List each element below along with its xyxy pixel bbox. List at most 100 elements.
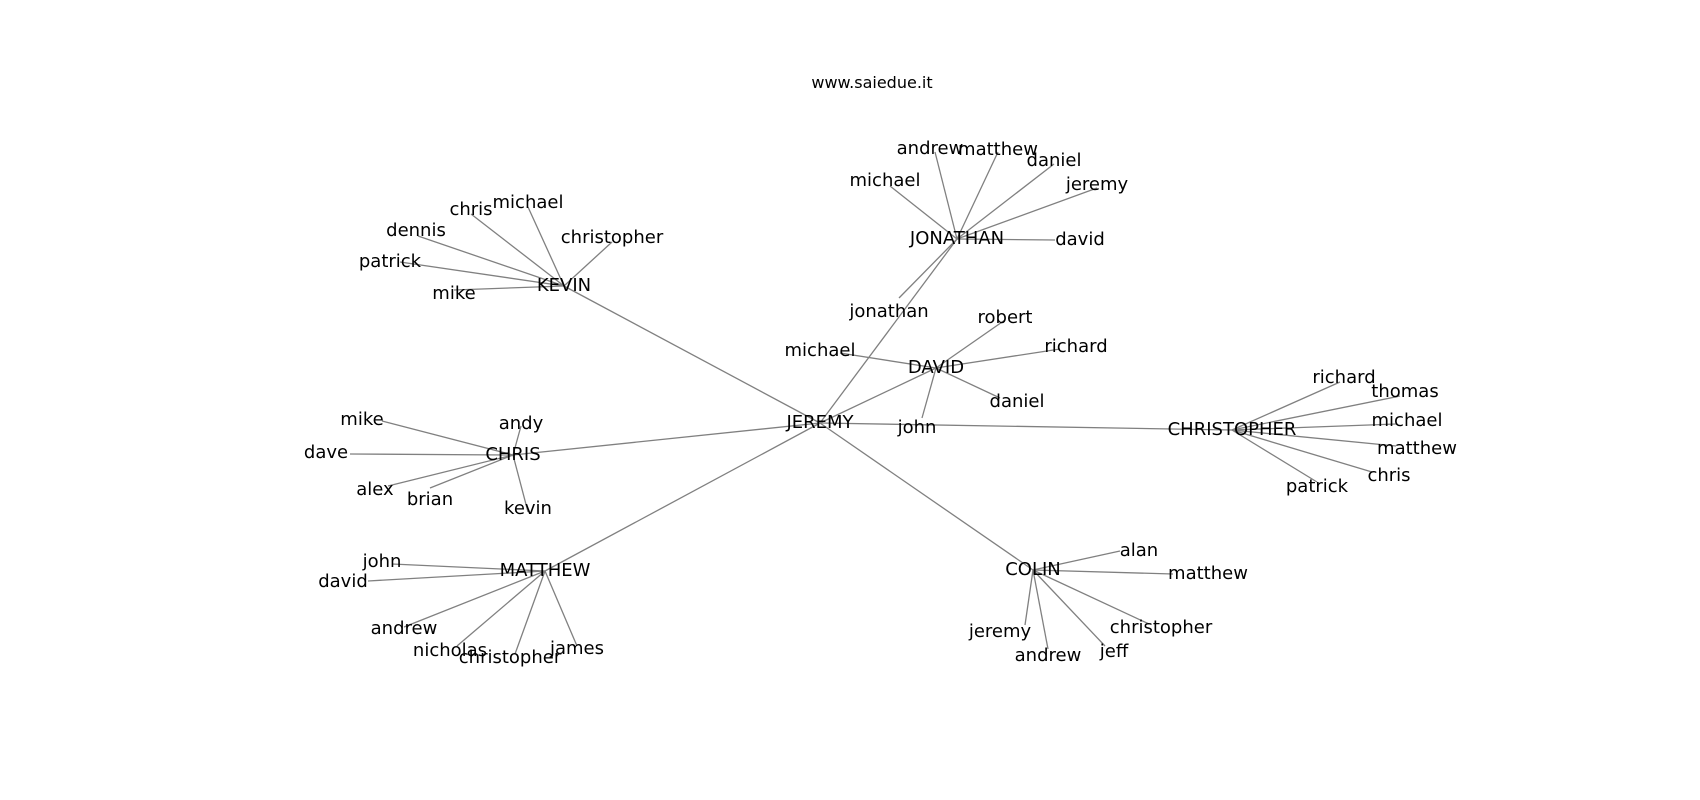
edge-matthew-christopher — [514, 570, 546, 655]
edge-root-kevin — [563, 285, 821, 424]
leaf-node-kevin-mike: mike — [432, 283, 475, 304]
edge-david-robert — [935, 319, 1006, 369]
leaf-node-jonathan-daniel: daniel — [1027, 150, 1082, 171]
leaf-node-colin-matthew: matthew — [1168, 563, 1248, 584]
edge-kevin-patrick — [399, 261, 565, 287]
leaf-node-colin-alan: alan — [1120, 540, 1158, 561]
edge-matthew-nicholas — [456, 570, 546, 647]
hub-node-jonathan: JONATHAN — [909, 228, 1004, 249]
leaf-node-kevin-michael: michael — [493, 192, 564, 213]
edge-chris-andy — [512, 425, 522, 456]
leaf-node-christopher-matthew: matthew — [1377, 438, 1457, 459]
edge-christopher-thomas — [1231, 395, 1401, 431]
edge-matthew-james — [544, 570, 578, 647]
leaf-node-chris-alex: alex — [356, 479, 394, 500]
leaf-node-kevin-christopher: christopher — [561, 227, 664, 248]
site-label: www.saiedue.it — [811, 73, 932, 92]
edge-jonathan-michael — [889, 185, 958, 240]
edge-david-john — [921, 367, 937, 419]
edge-chris-mike — [381, 420, 514, 456]
edge-colin-andrew — [1032, 569, 1049, 650]
edges-layer — [349, 151, 1401, 655]
leaf-node-kevin-chris: chris — [449, 199, 492, 220]
edge-jonathan-matthew — [956, 151, 999, 240]
leaf-node-jonathan-jonathan: jonathan — [848, 301, 928, 322]
leaf-node-jonathan-matthew: matthew — [958, 139, 1038, 160]
leaf-node-david-john: john — [897, 417, 937, 438]
edge-kevin-mike — [453, 285, 565, 291]
root-node-label: JEREMY — [785, 412, 854, 433]
leaf-node-jonathan-michael: michael — [850, 170, 921, 191]
leaf-node-chris-dave: dave — [304, 442, 348, 463]
leaf-node-chris-kevin: kevin — [504, 498, 552, 519]
edge-christopher-chris — [1231, 429, 1373, 473]
edge-jonathan-daniel — [956, 163, 1055, 240]
leaf-node-jonathan-jeremy: jeremy — [1065, 174, 1129, 195]
edge-colin-matthew — [1032, 569, 1174, 575]
labels-layer: www.saiedue.it JEREMY KEVIN JONATHAN DAVID C… — [304, 73, 1457, 668]
edge-christopher-matthew — [1231, 429, 1397, 447]
edge-kevin-chris — [470, 213, 565, 287]
leaf-node-matthew-nicholas: nicholas — [413, 640, 487, 661]
edge-chris-alex — [387, 454, 514, 487]
leaf-node-colin-christopher: christopher — [1110, 617, 1213, 638]
leaf-node-matthew-andrew: andrew — [371, 618, 438, 639]
edge-jonathan-jonathan — [898, 238, 958, 299]
leaf-node-david-michael: michael — [785, 340, 856, 361]
leaf-node-matthew-david: david — [318, 571, 368, 592]
edge-root-christopher — [819, 422, 1233, 431]
edge-matthew-david — [367, 570, 546, 582]
edge-root-david — [819, 367, 937, 424]
leaf-node-david-daniel: daniel — [990, 391, 1045, 412]
edge-christopher-richard — [1231, 381, 1341, 431]
edge-chris-brian — [429, 454, 514, 489]
leaf-node-david-robert: robert — [978, 307, 1033, 328]
hub-node-kevin: KEVIN — [537, 275, 591, 296]
leaf-node-colin-jeff: jeff — [1099, 641, 1129, 662]
leaf-node-matthew-christopher: christopher — [459, 647, 562, 668]
edge-kevin-michael — [527, 206, 565, 287]
edge-colin-jeremy — [1024, 569, 1034, 626]
leaf-node-david-richard: richard — [1044, 336, 1107, 357]
edge-christopher-patrick — [1231, 429, 1318, 483]
leaf-node-christopher-chris: chris — [1367, 465, 1410, 486]
edge-kevin-dennis — [417, 235, 565, 287]
leaf-node-jonathan-andrew: andrew — [897, 138, 964, 159]
edge-colin-jeff — [1032, 569, 1106, 647]
leaf-node-christopher-michael: michael — [1372, 410, 1443, 431]
leaf-node-chris-mike: mike — [340, 409, 383, 430]
edge-colin-christopher — [1032, 569, 1150, 625]
leaf-node-colin-jeremy: jeremy — [968, 621, 1032, 642]
leaf-node-matthew-james: james — [549, 638, 604, 659]
edge-david-daniel — [935, 367, 1001, 399]
edge-jonathan-andrew — [934, 151, 958, 240]
leaf-node-chris-brian: brian — [407, 489, 453, 510]
edge-colin-alan — [1032, 550, 1121, 571]
hub-node-david: DAVID — [908, 357, 964, 378]
edge-david-richard — [935, 348, 1061, 369]
hub-node-chris: CHRIS — [485, 444, 540, 465]
edge-jonathan-jeremy — [956, 187, 1098, 240]
hub-node-colin: COLIN — [1005, 559, 1061, 580]
edge-matthew-john — [391, 563, 546, 572]
leaf-node-colin-andrew: andrew — [1015, 645, 1082, 666]
leaf-node-kevin-dennis: dennis — [386, 220, 446, 241]
edge-david-michael — [839, 352, 937, 369]
edge-matthew-andrew — [403, 570, 546, 628]
edge-root-matthew — [544, 422, 821, 572]
edge-kevin-christopher — [563, 241, 613, 287]
hub-node-matthew: MATTHEW — [500, 560, 591, 581]
edge-christopher-michael — [1231, 423, 1397, 431]
edge-root-colin — [819, 422, 1034, 571]
leaf-node-christopher-patrick: patrick — [1286, 476, 1349, 497]
edge-chris-dave — [349, 453, 514, 456]
leaf-node-christopher-richard: richard — [1312, 367, 1375, 388]
leaf-node-chris-andy: andy — [499, 413, 544, 434]
leaf-node-matthew-john: john — [362, 551, 402, 572]
leaf-node-jonathan-david: david — [1055, 229, 1105, 250]
edge-chris-kevin — [512, 454, 529, 513]
leaf-node-christopher-thomas: thomas — [1371, 381, 1438, 402]
leaf-node-kevin-patrick: patrick — [359, 251, 422, 272]
edge-root-jonathan — [819, 238, 958, 424]
